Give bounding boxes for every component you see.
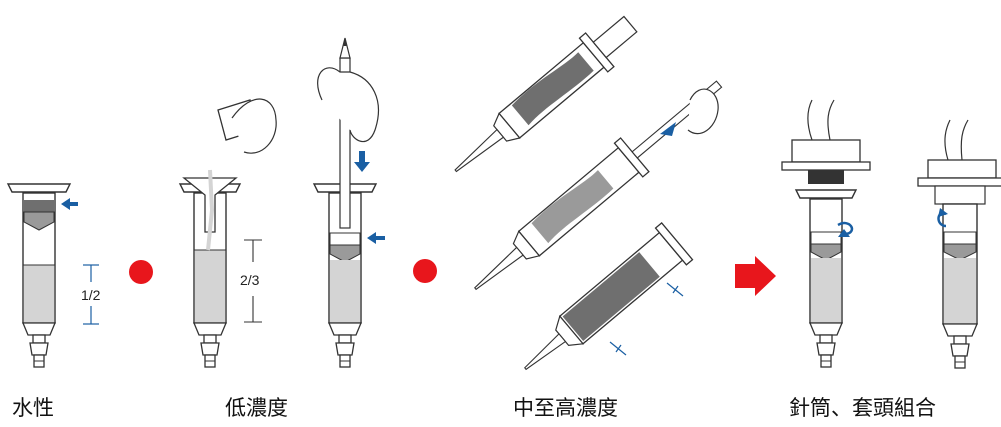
syringe-tilted-top: [454, 15, 638, 173]
syringe-tilted-middle: [474, 80, 723, 291]
syringe-low-viscosity: [178, 98, 277, 368]
syringe-cap-assembly-2: [917, 119, 1001, 369]
caption-medium-high-viscosity: 中至高濃度: [513, 396, 618, 420]
half-fill-marker: [83, 264, 99, 325]
twist-arrow-icon: [837, 221, 854, 236]
caption-syringe-cap-assembly: 針筒、套頭組合: [789, 396, 936, 420]
push-down-arrow-icon: [354, 151, 370, 172]
two-thirds-label: 2/3: [240, 272, 260, 288]
hand-icon: [231, 98, 277, 154]
syringe-cap-assembly-1: [781, 99, 871, 368]
fill-level-markers: [609, 282, 684, 356]
caption-low-viscosity: 低濃度: [225, 396, 288, 420]
syringe-tilted-bottom: [524, 221, 694, 371]
push-arrow-icon: [367, 232, 385, 244]
next-step-arrow-icon: [735, 256, 776, 296]
syringe-water: [6, 183, 72, 368]
hand-icon: [317, 67, 380, 143]
syringe-pencil-plunger: [312, 37, 380, 368]
two-thirds-marker: [244, 239, 262, 323]
red-bullet-icon: [129, 260, 153, 284]
red-bullet-icon: [413, 259, 437, 283]
push-arrow-icon: [660, 122, 676, 136]
push-arrow-icon: [61, 198, 78, 210]
caption-water: 水性: [12, 396, 54, 420]
half-label: 1/2: [81, 287, 101, 303]
hand-icon: [687, 88, 719, 135]
